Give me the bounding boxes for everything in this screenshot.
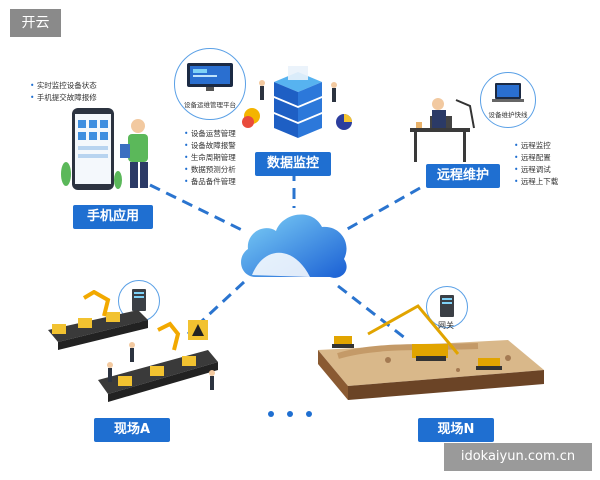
gateway-icon xyxy=(132,289,146,311)
remote-feature-list: 远程监控 远程配置 远程调试 远程上下载 xyxy=(514,140,559,188)
site-n-gateway-circle xyxy=(426,286,468,328)
mining-site-illustration xyxy=(318,304,544,400)
monitor-icon xyxy=(187,63,233,91)
mobile-feature-item: 实时监控设备状态 xyxy=(30,80,97,92)
remote-worker-illustration xyxy=(410,98,475,162)
remote-circle: 设备维护快线 xyxy=(480,72,536,128)
mobile-feature-item: 手机提交故障报修 xyxy=(30,92,97,104)
server-stack-illustration xyxy=(242,66,352,138)
data-monitoring-label: 数据监控 xyxy=(255,152,331,176)
remote-circle-label: 设备维护快线 xyxy=(488,111,528,119)
gateway-icon xyxy=(440,295,454,317)
site-a-label: 现场A xyxy=(94,418,170,442)
monitor-feature-item: 设备运营管理 xyxy=(184,128,236,140)
watermark: idokaiyun.com.cn xyxy=(444,443,592,471)
mobile-user-illustration xyxy=(61,108,148,190)
monitor-feature-item: 数据预测分析 xyxy=(184,164,236,176)
remote-feature-item: 远程调试 xyxy=(514,164,558,176)
mobile-feature-list: 实时监控设备状态 手机提交故障报修 xyxy=(30,80,97,104)
more-sites-ellipsis xyxy=(268,402,325,421)
remote-feature-item: 远程配置 xyxy=(514,152,558,164)
link-mobile xyxy=(149,183,247,234)
laptop-icon xyxy=(492,83,524,102)
logo-badge: 开云 xyxy=(10,9,61,37)
cloud-icon xyxy=(241,214,347,278)
monitor-feature-list: 设备运营管理 设备故障报警 生命周期管理 数据预测分析 备品备件管理 xyxy=(184,128,236,188)
platform-circle: 设备运维管理平台 xyxy=(174,48,246,120)
production-line-illustration xyxy=(48,290,218,402)
site-n-label: 现场N xyxy=(418,418,494,442)
site-n-gateway-label: 网关 xyxy=(438,321,454,330)
remote-feature-item: 远程上下载 xyxy=(514,176,559,188)
monitor-feature-item: 备品备件管理 xyxy=(184,176,236,188)
monitor-feature-item: 设备故障报警 xyxy=(184,140,236,152)
remote-maintenance-label: 远程维护 xyxy=(426,164,500,188)
link-remote xyxy=(341,186,421,234)
platform-circle-label: 设备运维管理平台 xyxy=(184,101,236,109)
monitor-feature-item: 生命周期管理 xyxy=(184,152,236,164)
mobile-app-label: 手机应用 xyxy=(73,205,153,229)
link-site-n xyxy=(337,284,406,340)
remote-feature-item: 远程监控 xyxy=(514,140,558,152)
